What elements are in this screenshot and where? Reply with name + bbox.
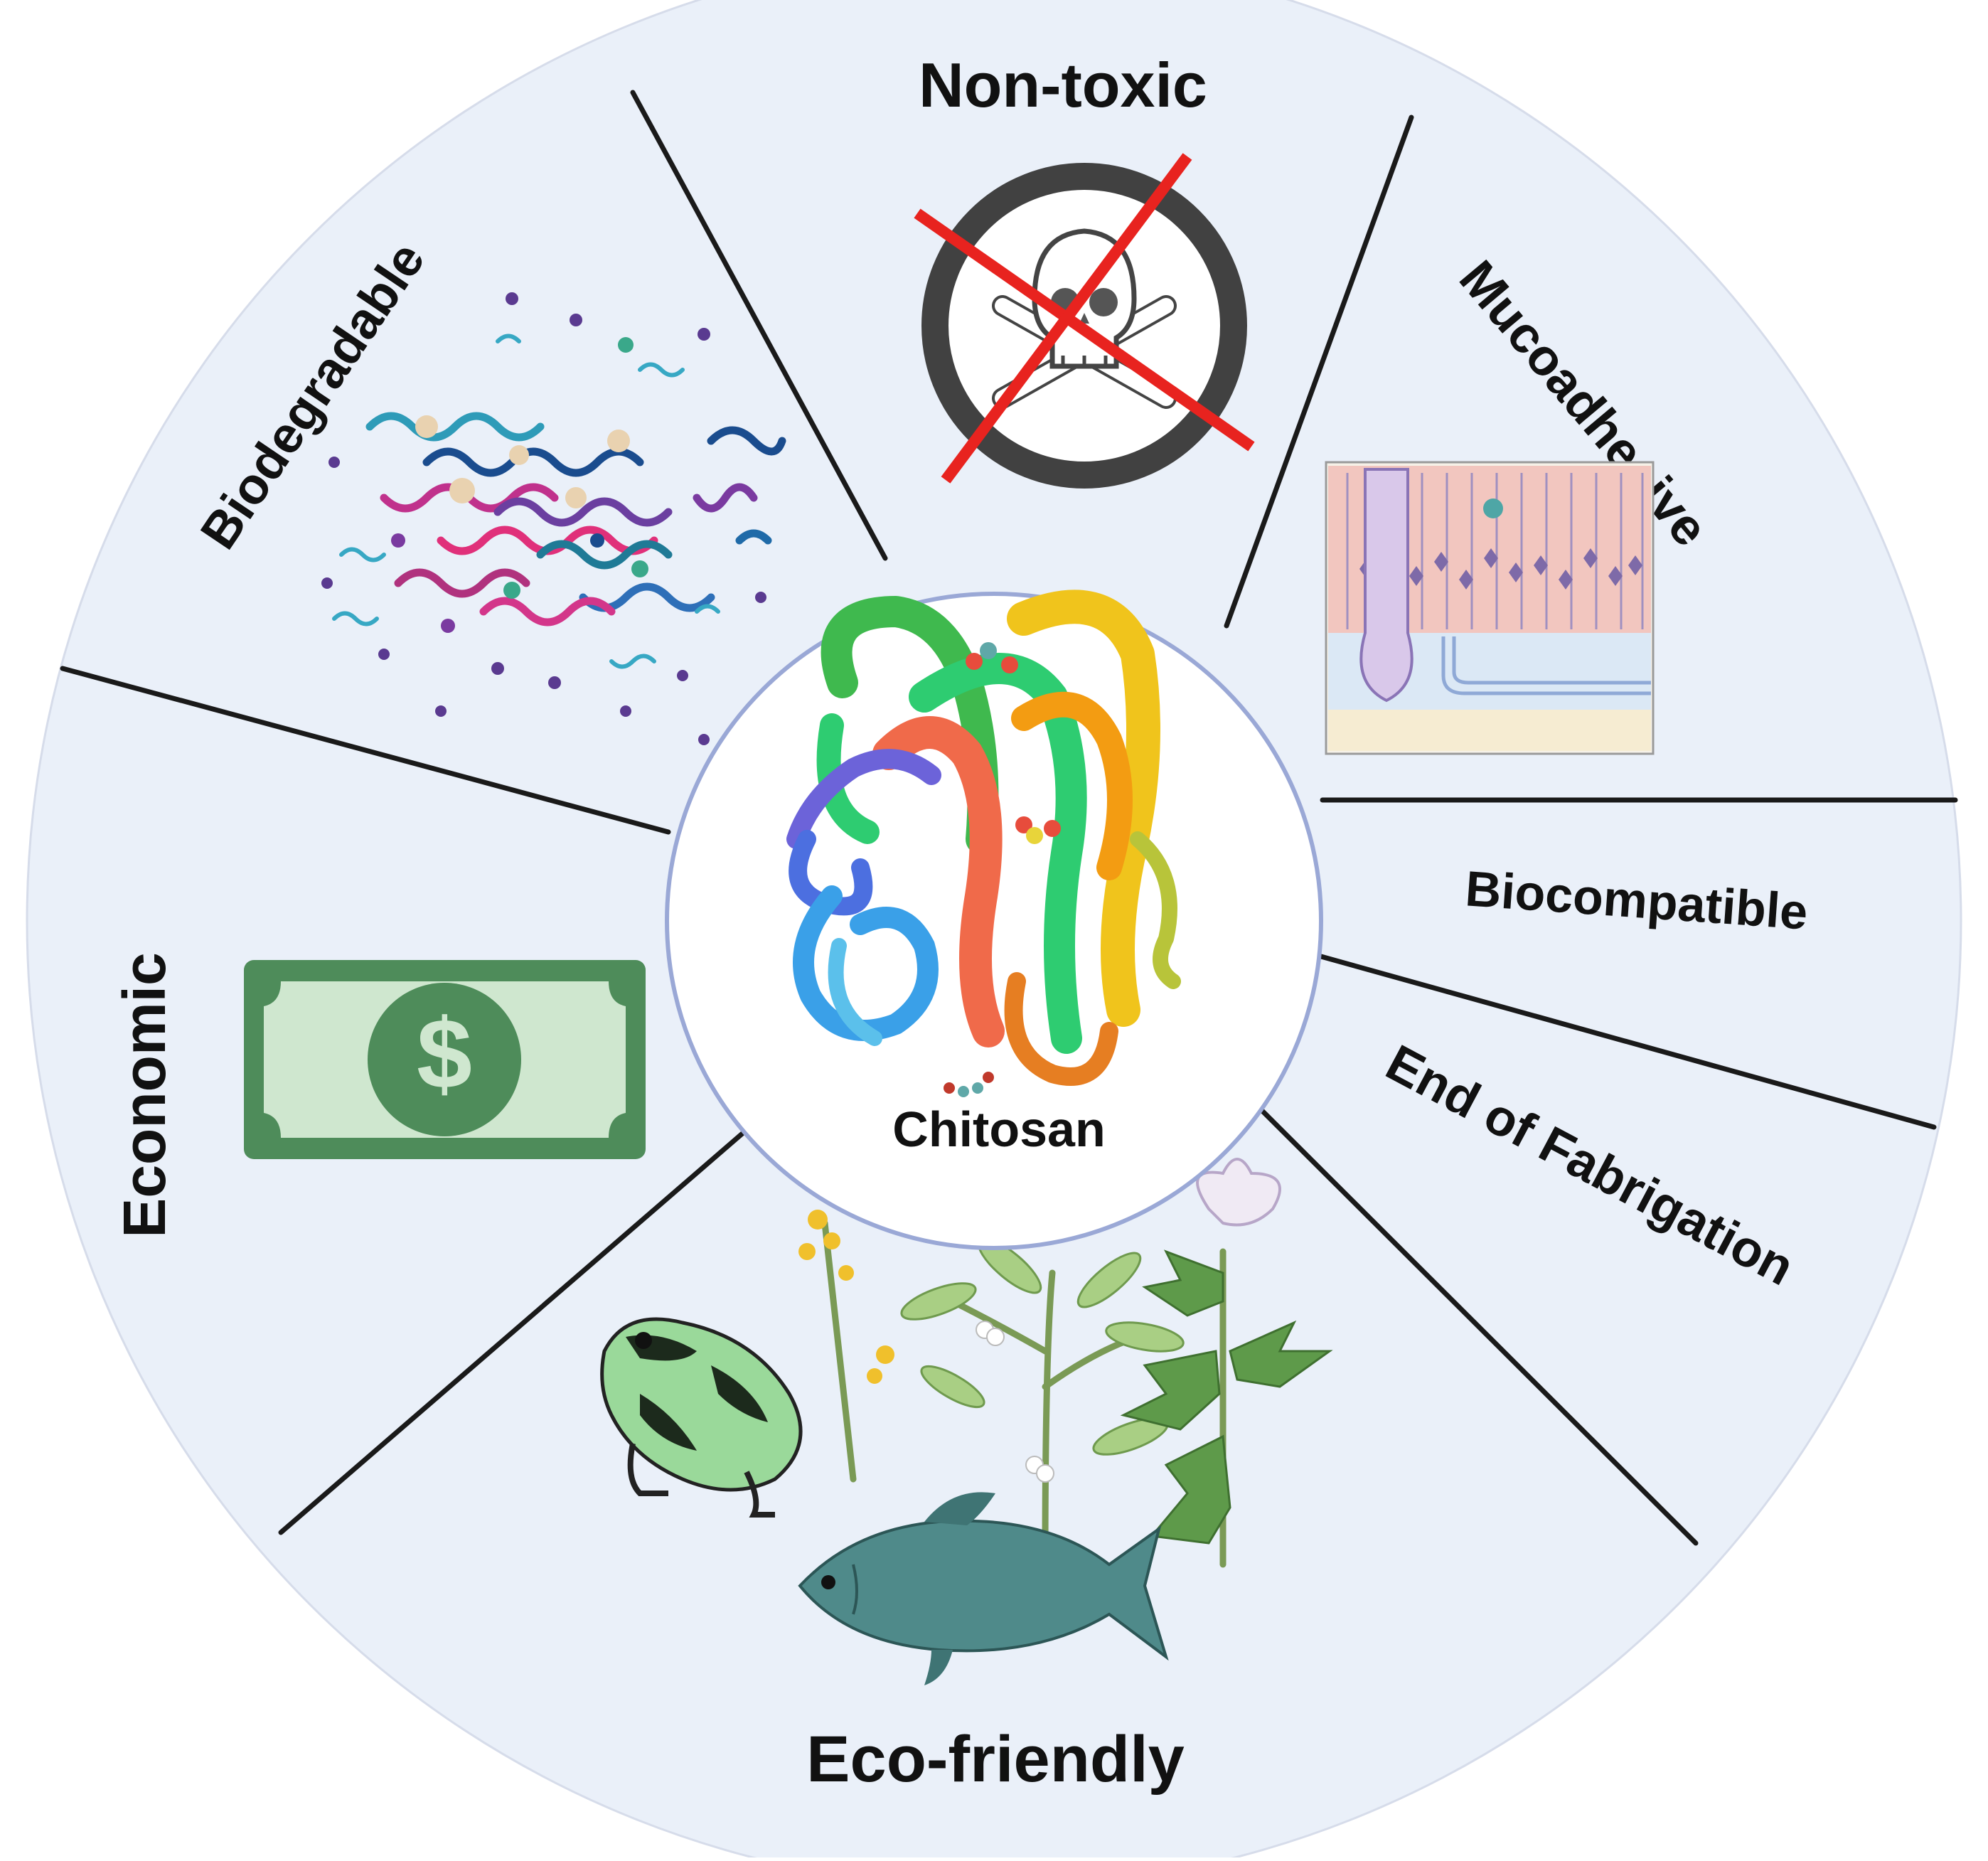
polymer-fragment-dots [321,292,766,745]
segment-dividers [60,90,1958,1546]
segment-economic: Economic $ [111,952,646,1238]
mucosa-tissue-icon [1325,461,1655,755]
segment-label-non-toxic: Non-toxic [919,50,1207,120]
divider-line [1226,1075,1699,1546]
chitosan-molecule-icon [944,1072,994,1097]
segment-non-toxic: Non-toxic [914,50,1255,489]
protein-ribbon-icon [786,590,1181,1086]
segment-label-economic: Economic [111,952,178,1237]
segment-eco-friendly: Eco-friendly [600,1158,1333,1796]
skull-crossbones-crossed-out-icon [914,153,1255,489]
dollar-sign-glyph: $ [417,998,472,1109]
segment-label-eco-friendly: Eco-friendly [806,1723,1185,1796]
center-label: Chitosan [892,1102,1105,1157]
divider-line [1305,950,1937,1130]
divider-line [630,90,888,561]
dollar-bill-icon: $ [244,960,646,1159]
divider-line [60,666,671,835]
divider-line [1224,114,1414,629]
center-hub: Chitosan [665,590,1323,1250]
frog-plants-fish-icon [600,1158,1333,1685]
divider-line [278,1099,781,1535]
